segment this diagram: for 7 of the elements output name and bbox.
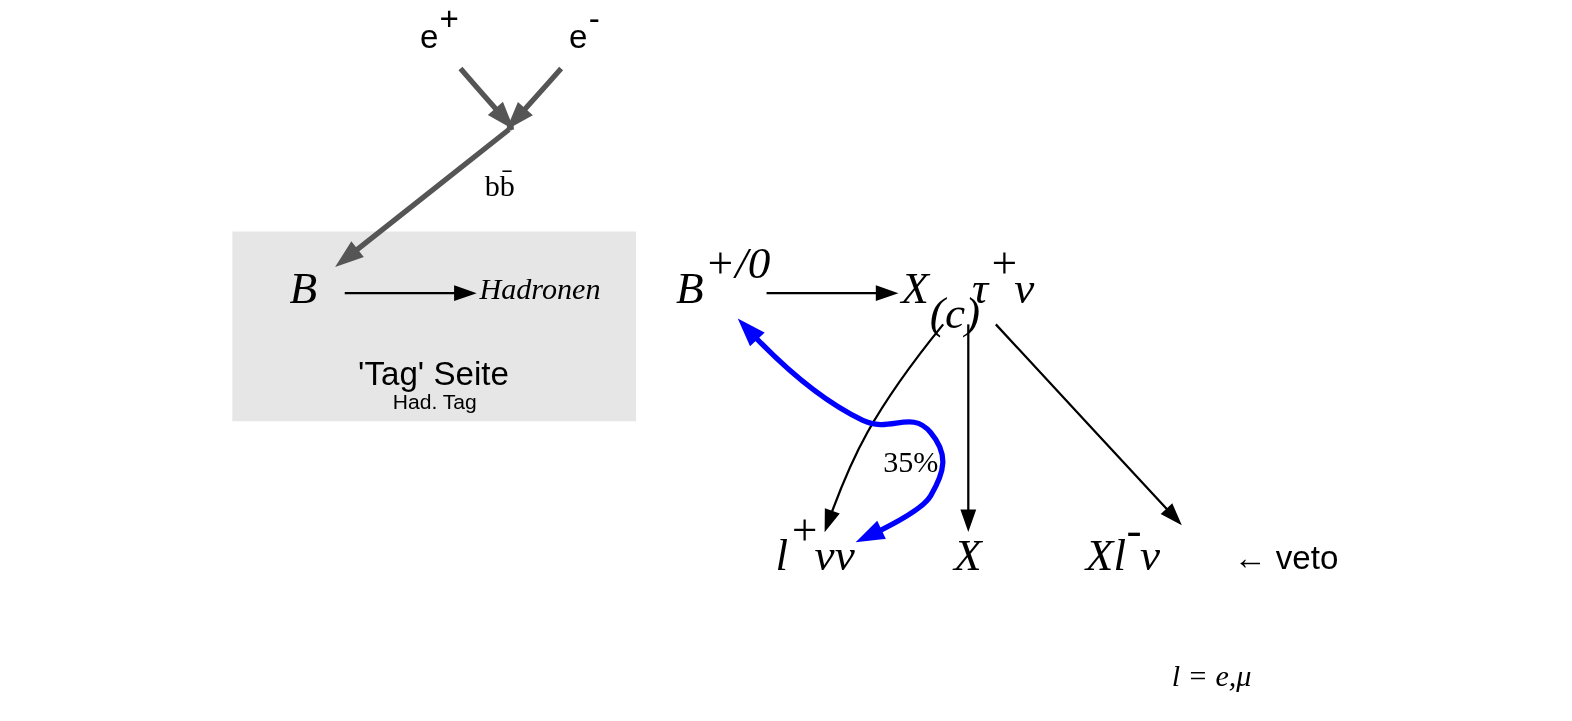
edge-label: bb̄ <box>484 168 515 203</box>
node-text: Hadronen <box>479 272 601 307</box>
node-text: X <box>953 529 982 580</box>
label: l = e,μ <box>1171 658 1252 693</box>
node-label: ← veto <box>1233 539 1339 577</box>
edge-label: 35% <box>883 444 939 479</box>
node-text: B <box>289 262 318 313</box>
